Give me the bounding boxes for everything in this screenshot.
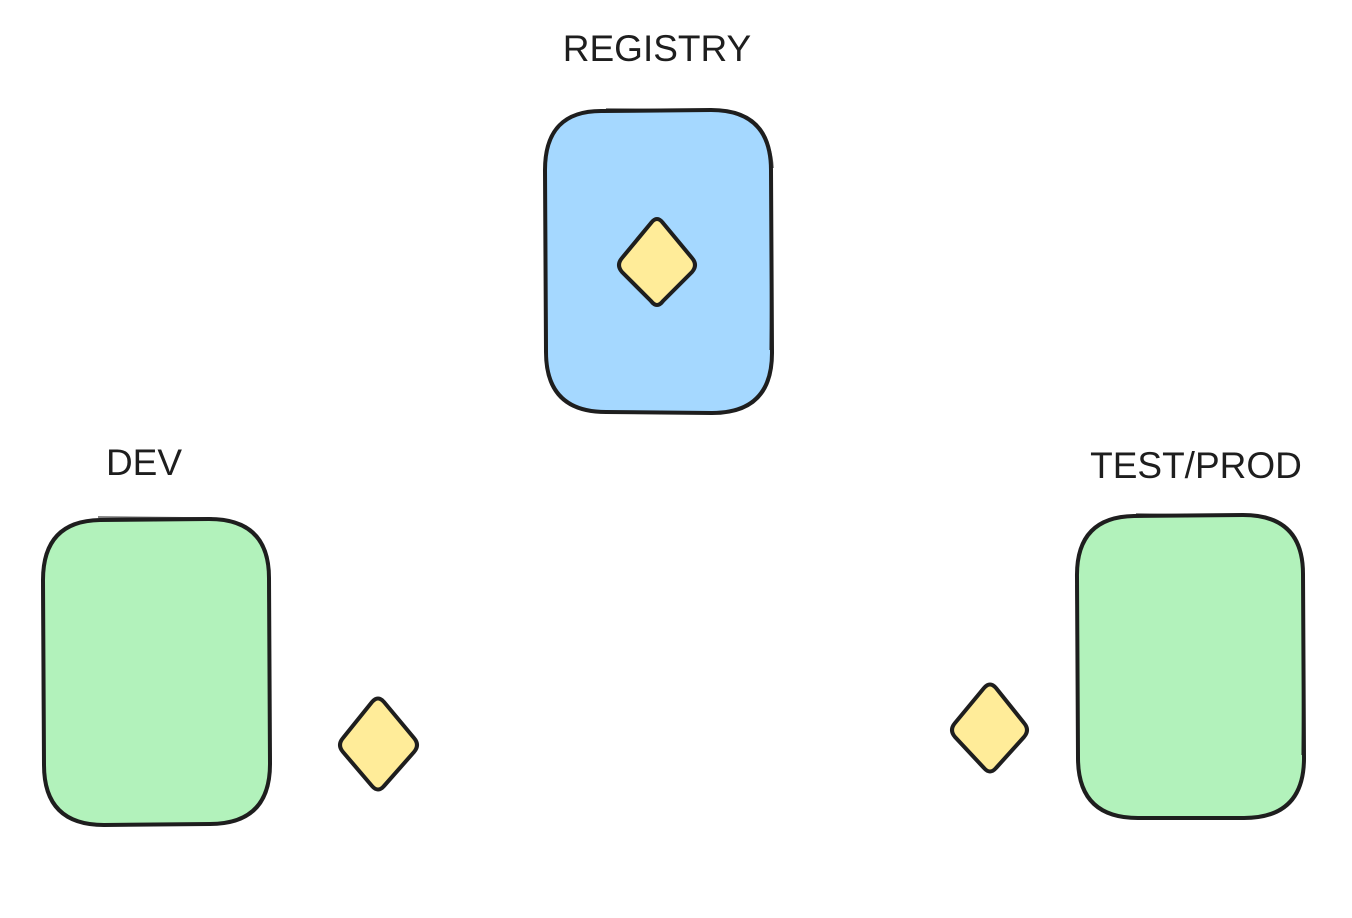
dev-artifact-diamond[interactable] (338, 696, 419, 792)
test-prod-box-sketch-line (1075, 513, 1305, 756)
test-prod-label: TEST/PROD (1090, 445, 1302, 486)
registry-artifact-shape (617, 217, 697, 307)
test-prod-box[interactable] (1074, 513, 1306, 820)
test-prod-artifact-shape (950, 682, 1029, 774)
dev-box-shape (41, 517, 272, 827)
registry-artifact-diamond[interactable] (617, 217, 697, 307)
test-prod-box-shape (1074, 513, 1306, 820)
dev-label: DEV (105, 442, 183, 483)
test-prod-artifact-diamond[interactable] (950, 682, 1029, 774)
registry-label: REGISTRY (562, 28, 752, 69)
dev-artifact-shape (338, 696, 419, 792)
dev-box[interactable] (41, 516, 272, 827)
registry-box-sketch-line (545, 108, 774, 351)
dev-box-sketch-line (41, 516, 272, 761)
